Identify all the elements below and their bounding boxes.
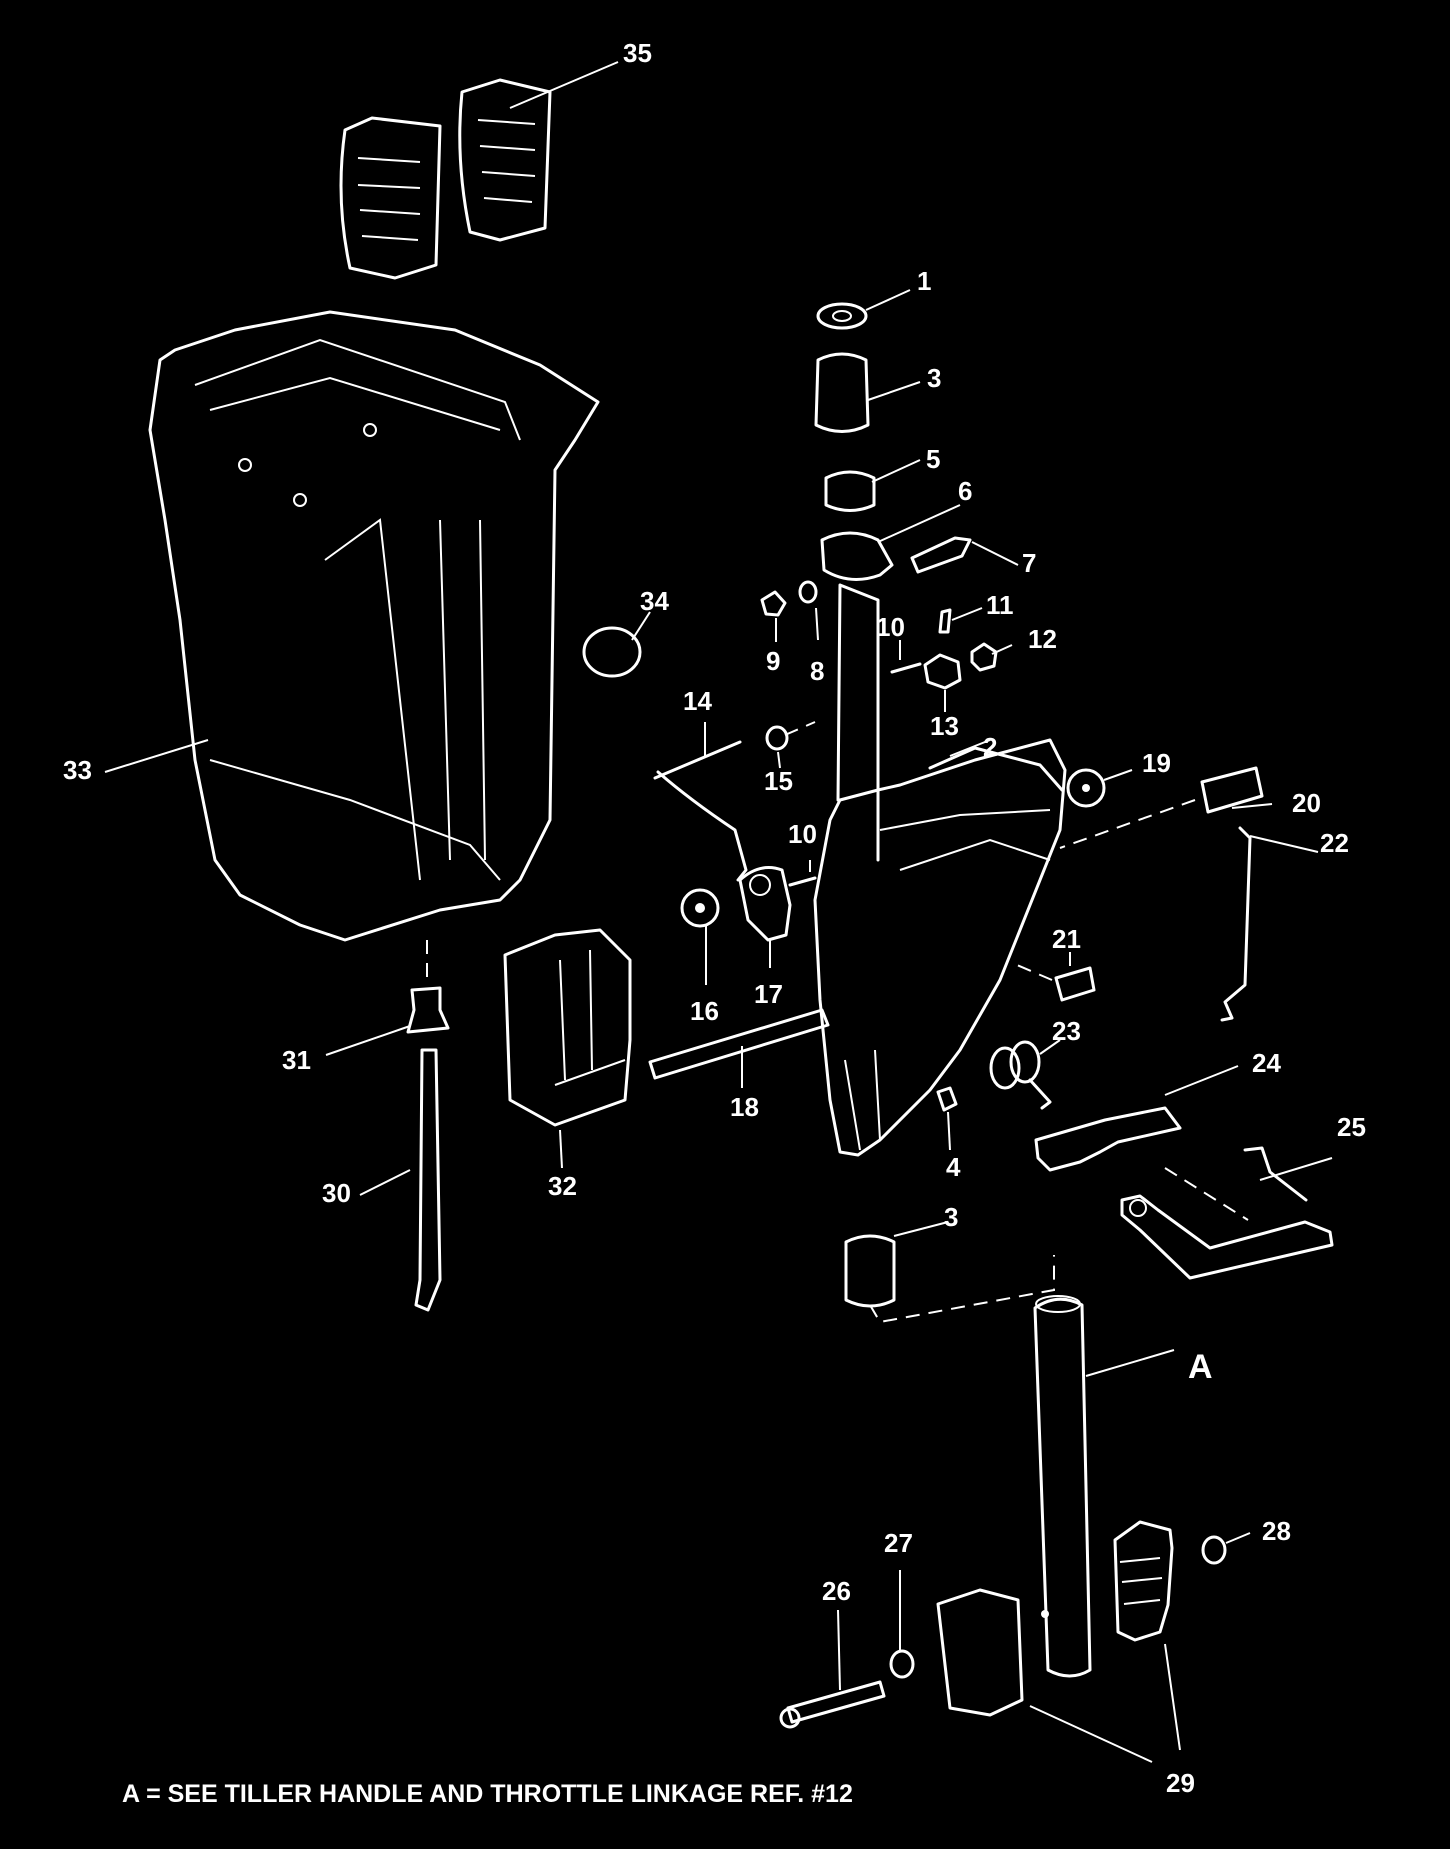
callout-15: 15 bbox=[764, 766, 793, 796]
part-11-pin bbox=[938, 607, 983, 634]
part-27-washer bbox=[889, 1570, 915, 1679]
callout-10-lower: 10 bbox=[788, 819, 817, 849]
callout-9: 9 bbox=[766, 646, 780, 676]
part-28-washer bbox=[1201, 1532, 1251, 1565]
callout-20: 20 bbox=[1292, 788, 1321, 818]
callout-26: 26 bbox=[822, 1576, 851, 1606]
callout-10-upper: 10 bbox=[876, 612, 905, 642]
part-13-block bbox=[923, 653, 962, 712]
part-5-bushing bbox=[824, 459, 921, 512]
callout-24: 24 bbox=[1252, 1048, 1281, 1078]
callout-2: 2 bbox=[983, 732, 997, 762]
callout-18: 18 bbox=[730, 1092, 759, 1122]
callout-8: 8 bbox=[810, 656, 824, 686]
callout-28: 28 bbox=[1262, 1516, 1291, 1546]
callout-4: 4 bbox=[946, 1152, 961, 1182]
part-18-pin bbox=[648, 1008, 830, 1088]
callout-22: 22 bbox=[1320, 828, 1349, 858]
part-a-steering-tube bbox=[1033, 1295, 1175, 1678]
part-12-nut bbox=[970, 642, 1013, 672]
callout-11: 11 bbox=[986, 590, 1014, 620]
part-6-clamp bbox=[820, 504, 961, 581]
callout-21: 21 bbox=[1052, 924, 1081, 954]
part-22-link bbox=[1220, 826, 1319, 1022]
part-19-washer bbox=[1066, 768, 1133, 808]
part-15-bushing bbox=[765, 721, 816, 769]
callout-6: 6 bbox=[958, 476, 972, 506]
callout-32: 32 bbox=[548, 1171, 577, 1201]
callout-16: 16 bbox=[690, 996, 719, 1026]
callout-5: 5 bbox=[926, 444, 940, 474]
part-4-fitting bbox=[936, 1086, 958, 1151]
callout-25: 25 bbox=[1337, 1112, 1366, 1142]
callout-23: 23 bbox=[1052, 1016, 1081, 1046]
callout-31: 31 bbox=[282, 1045, 311, 1075]
part-25-tilt-lever bbox=[1120, 1146, 1334, 1280]
callout-labels: 35 1 3 5 6 7 34 9 8 10 11 12 13 14 15 2 … bbox=[63, 38, 1366, 1798]
callout-35: 35 bbox=[623, 38, 652, 68]
part-20-decal bbox=[1059, 766, 1273, 849]
callout-3-lower: 3 bbox=[944, 1202, 958, 1232]
part-35-cowl-covers bbox=[339, 61, 619, 280]
part-8-washer bbox=[798, 580, 819, 641]
part-34-plug bbox=[582, 611, 651, 678]
part-24-lock-plate bbox=[1034, 1065, 1249, 1221]
callout-14: 14 bbox=[683, 686, 712, 716]
callout-7: 7 bbox=[1022, 548, 1036, 578]
part-10b-pin bbox=[788, 860, 817, 887]
part-3-lower-bushing bbox=[844, 1221, 1055, 1324]
callout-3-upper: 3 bbox=[927, 363, 941, 393]
part-23-spring bbox=[989, 1039, 1061, 1110]
part-14-shift-rod bbox=[653, 722, 748, 882]
part-7-screw bbox=[910, 536, 1019, 574]
callout-1: 1 bbox=[917, 266, 931, 296]
callout-13: 13 bbox=[930, 711, 959, 741]
part-33-driveshaft-housing bbox=[104, 310, 600, 942]
callout-17: 17 bbox=[754, 979, 783, 1009]
part-32-bracket bbox=[503, 928, 632, 1169]
part-1-nut bbox=[816, 289, 911, 330]
part-10a-pin bbox=[890, 640, 922, 674]
part-30-31-water-tube bbox=[325, 940, 450, 1312]
callout-a: A bbox=[1188, 1348, 1213, 1386]
part-3-upper-bushing bbox=[814, 352, 921, 433]
part-16-washer bbox=[680, 888, 720, 985]
part-17-cam bbox=[738, 866, 792, 968]
callout-27: 27 bbox=[884, 1528, 913, 1558]
callout-33: 33 bbox=[63, 755, 92, 785]
callout-12: 12 bbox=[1028, 624, 1057, 654]
part-2-swivel-bracket bbox=[813, 583, 1067, 1157]
part-26-bolt bbox=[779, 1609, 886, 1729]
part-9-nut bbox=[760, 590, 787, 642]
callout-29: 29 bbox=[1166, 1768, 1195, 1798]
part-29-clamp-halves bbox=[936, 1520, 1181, 1763]
callout-30: 30 bbox=[322, 1178, 351, 1208]
part-21-decal bbox=[1009, 952, 1096, 1002]
callout-19: 19 bbox=[1142, 748, 1171, 778]
callout-34: 34 bbox=[640, 586, 669, 616]
footer-note: A = SEE TILLER HANDLE AND THROTTLE LINKA… bbox=[122, 1780, 853, 1808]
